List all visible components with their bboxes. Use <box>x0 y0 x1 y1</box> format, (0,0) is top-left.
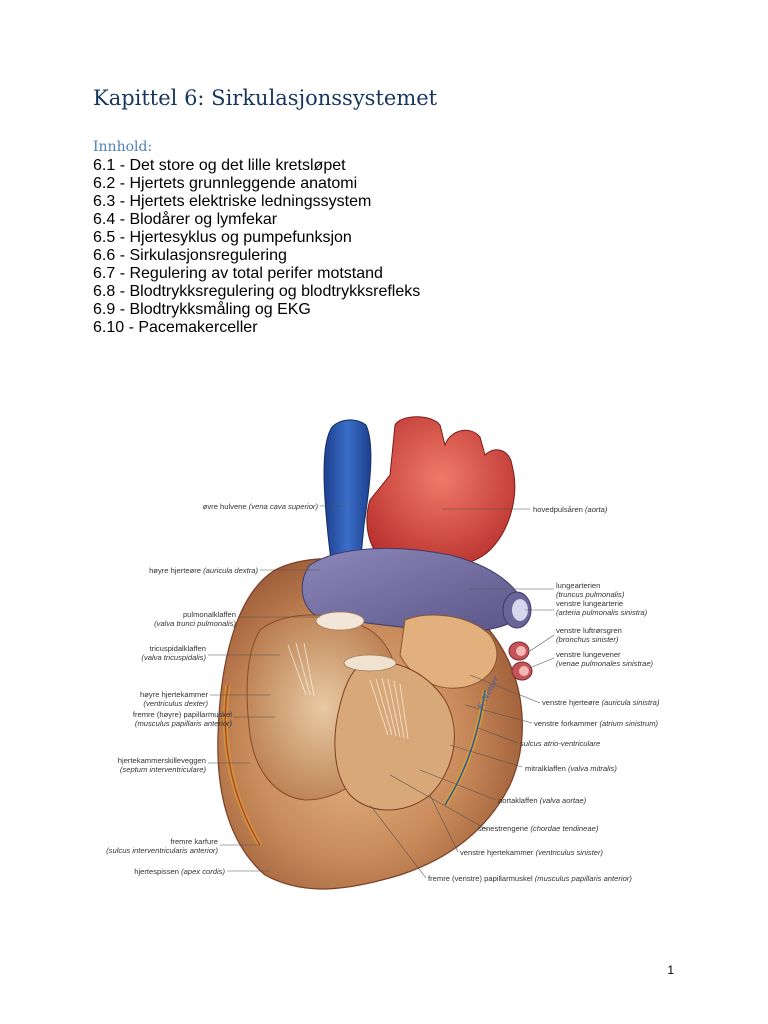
label-aorta: hovedpulsåren (aorta) <box>533 505 608 514</box>
toc-item[interactable]: 6.2 - Hjertets grunnleggende anatomi <box>93 175 358 192</box>
label-septum: hjertekammerskilleveggen(septum interven… <box>118 756 207 774</box>
toc-item[interactable]: 6.3 - Hjertets elektriske ledningssystem <box>93 193 372 210</box>
label-left-auricle: venstre hjerteøre (auricula sinistra) <box>542 698 660 707</box>
toc-item[interactable]: 6.4 - Blodårer og lymfekar <box>93 211 278 228</box>
page-number: 1 <box>667 963 674 977</box>
toc-item[interactable]: 6.7 - Regulering av total perifer motsta… <box>93 265 383 282</box>
leader-lines <box>208 505 555 879</box>
toc-item[interactable]: 6.5 - Hjertesyklus og pumpefunksjon <box>93 229 352 246</box>
toc-item[interactable]: 6.8 - Blodtrykksregulering og blodtrykks… <box>93 283 421 300</box>
label-right-papillary-muscle: fremre (høyre) papillarmuskel(musculus p… <box>133 710 233 728</box>
labels-left: øvre hulvene (vena cava superior) høyre … <box>106 502 318 876</box>
toc-item[interactable]: 6.6 - Sirkulasjonsregulering <box>93 247 287 264</box>
heart-illustration <box>217 416 533 890</box>
toc-item[interactable]: 6.1 - Det store og det lille kretsløpet <box>93 157 346 174</box>
label-aortic-valve: aortaklaffen (valva aortae) <box>498 796 587 805</box>
label-vena-cava-superior: øvre hulvene (vena cava superior) <box>203 502 319 511</box>
toc-item[interactable]: 6.9 - Blodtrykksmåling og EKG <box>93 301 311 318</box>
toc-item[interactable]: 6.10 - Pacemakerceller <box>93 319 258 336</box>
table-of-contents: 6.1 - Det store og det lille kretsløpet … <box>93 157 420 337</box>
label-apex: hjertespissen (apex cordis) <box>134 867 225 876</box>
toc-heading: Innhold: <box>93 139 153 155</box>
label-anterior-sulcus: fremre karfure(sulcus interventricularis… <box>106 837 218 855</box>
label-pulmonary-trunk: lungearterien(truncus pulmonalis) <box>556 581 625 599</box>
label-mitral-valve: mitralklaffen (valva mitralis) <box>525 764 617 773</box>
label-left-pulmonary-artery: venstre lungearterie(arteria pulmonalis … <box>556 599 648 617</box>
label-tricuspid-valve: tricuspidalklaffen(valva tricuspidalis) <box>141 644 206 662</box>
label-left-bronchus: venstre luftrørsgren(bronchus sinister) <box>556 626 622 644</box>
heart-anatomy-figure: øvre hulvene (vena cava superior) høyre … <box>106 416 660 890</box>
labels-right: hovedpulsåren (aorta) lungearterien(trun… <box>428 505 660 883</box>
page-title: Kapittel 6: Sirkulasjonssystemet <box>93 86 438 110</box>
label-left-ventricle: venstre hjertekammer (ventriculus sinist… <box>460 848 604 857</box>
label-right-ventricle: høyre hjertekammer(ventriculus dexter) <box>140 690 208 708</box>
label-left-papillary-muscle: fremre (venstre) papillarmuskel (musculu… <box>428 874 632 883</box>
label-left-pulmonary-veins: venstre lungevener(venae pulmonales sini… <box>556 650 654 668</box>
label-pulmonary-valve: pulmonalklaffen(valva trunci pulmonalis) <box>154 610 236 628</box>
label-left-atrium: venstre forkammer (atrium sinistrum) <box>534 719 659 728</box>
label-auricula-dextra: høyre hjerteøre (auricula dextra) <box>149 566 258 575</box>
label-chordae: senestrengene (chordae tendineae) <box>478 824 599 833</box>
label-av-sulcus: sulcus atrio-ventriculare <box>520 739 600 748</box>
